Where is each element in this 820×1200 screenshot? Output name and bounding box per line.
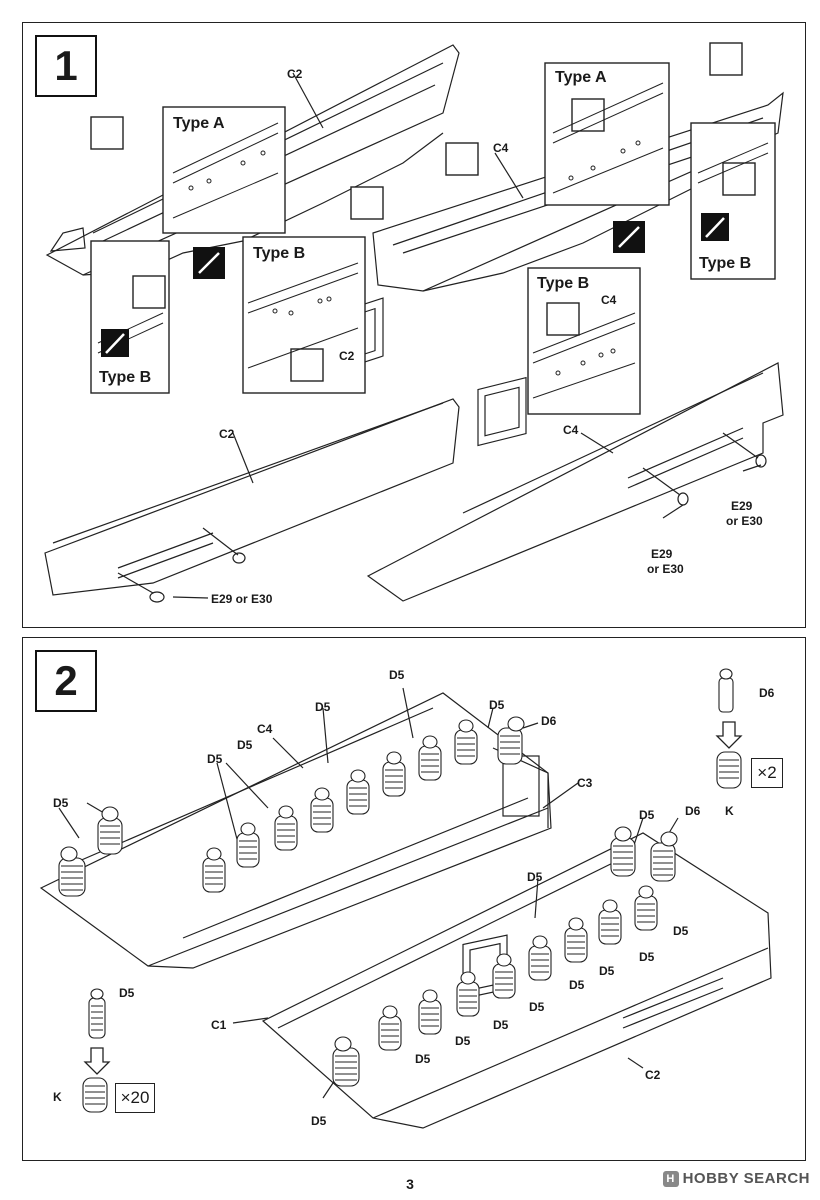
part-label-e29-center-b: or E30 [647,562,684,576]
part-label-k: K [53,1090,62,1104]
type-b-title: Type B [253,245,306,262]
part-label-d6: D6 [685,804,701,818]
part-label-c4: C4 [493,141,509,155]
part-label-d5: D5 [311,1114,327,1128]
type-b-title-center: Type B [537,275,590,292]
part-label-d5: D5 [569,978,585,992]
part-label-d5: D5 [639,950,655,964]
part-label-d6: D6 [541,714,557,728]
part-label-d5: D5 [455,1034,471,1048]
quantity-x20: ×20 [115,1083,155,1113]
part-label-d5: D5 [237,738,253,752]
part-label-d5: D5 [599,964,615,978]
watermark-text: HOBBY SEARCH [682,1170,810,1187]
part-label-d5: D5 [415,1052,431,1066]
watermark: H HOBBY SEARCH [662,1170,810,1187]
part-label-d5: D5 [53,796,69,810]
type-b-title-right: Type B [699,255,752,272]
part-label-e29-right-a: E29 [731,499,753,513]
part-label-d5: D5 [119,986,135,1000]
part-label-d5: D5 [527,870,543,884]
part-label-d5: D5 [673,924,689,938]
part-label-d5: D5 [639,808,655,822]
step-2-drawing [39,668,772,1129]
part-label-e29-right-b: or E30 [726,514,763,528]
part-label-c4: C4 [257,722,273,736]
hobby-search-logo-icon: H [662,1170,679,1187]
step-number: 2 [35,650,97,712]
part-label-e29-left: E29 or E30 [211,592,273,606]
part-label-k: K [725,804,734,818]
part-label-d5: D5 [315,700,331,714]
part-label-d5: D5 [529,1000,545,1014]
type-a-title-right: Type A [555,69,607,86]
step-1-panel: 1 [22,22,806,628]
part-label-c2-bottom: C2 [219,427,235,441]
part-label-c2-detail: C2 [339,349,355,363]
part-label-e29-center-a: E29 [651,547,673,561]
part-label-d5: D5 [207,752,223,766]
step-1-drawing [44,42,784,603]
part-label-c2: C2 [287,67,303,81]
part-label-c4-detail: C4 [601,293,617,307]
type-a-title: Type A [173,115,225,132]
part-label-c4-bottom: C4 [563,423,579,437]
part-label-c3: C3 [577,776,593,790]
quantity-x2: ×2 [751,758,783,788]
part-label-c2: C2 [645,1068,661,1082]
type-b-title-left: Type B [99,369,152,386]
part-label-d5: D5 [389,668,405,682]
step-2-panel: 2 [22,637,806,1161]
part-label-c1: C1 [211,1018,227,1032]
part-label-d5: D5 [493,1018,509,1032]
page-number: 3 [406,1176,414,1192]
part-label-d6: D6 [759,686,775,700]
part-label-d5: D5 [489,698,505,712]
step-number: 1 [35,35,97,97]
